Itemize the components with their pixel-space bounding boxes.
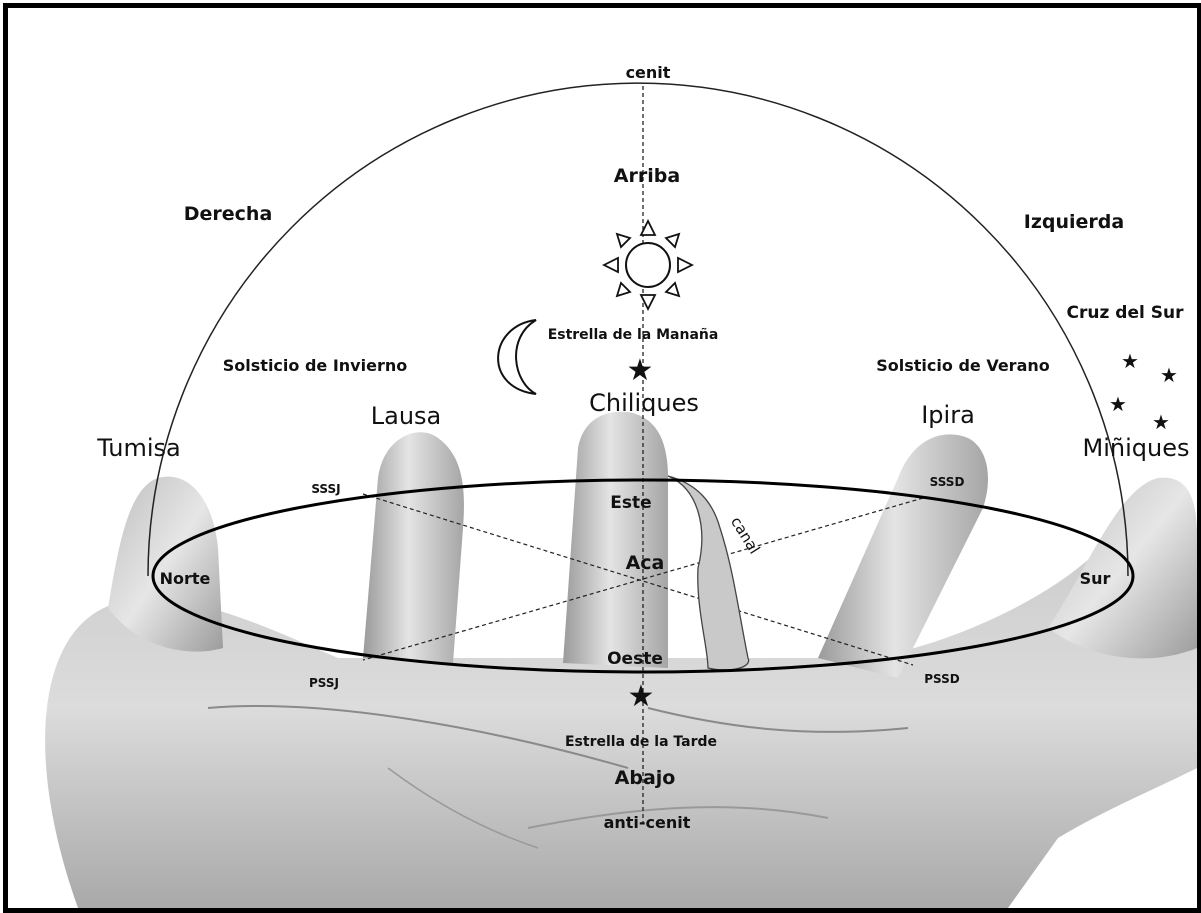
label-solsticio-invierno: Solsticio de Invierno [223, 356, 407, 375]
label-chiliques: Chiliques [589, 389, 699, 417]
label-sur: Sur [1080, 569, 1111, 588]
crescent-moon-icon [498, 320, 536, 394]
label-cruz-del-sur: Cruz del Sur [1067, 303, 1185, 323]
star-icon: ★ [1121, 349, 1139, 373]
cosmology-diagram: ★ ★ ★ ★ ★ ★ cenit Arriba Derecha Izquier… [8, 8, 1197, 908]
finger-lausa [363, 432, 464, 663]
label-abajo: Abajo [615, 767, 676, 789]
thumb-left [108, 477, 223, 652]
label-derecha: Derecha [184, 203, 273, 225]
label-estrella-tarde: Estrella de la Tarde [565, 734, 717, 750]
label-minniques: Miñiques [1083, 434, 1190, 462]
southern-cross-stars: ★ ★ ★ ★ [1109, 349, 1178, 434]
label-estrella-manana: Estrella de la Manaña [548, 327, 719, 343]
star-icon: ★ [1152, 410, 1170, 434]
label-sssd: SSSD [930, 475, 965, 489]
label-tumisa: Tumisa [96, 434, 180, 462]
star-icon: ★ [627, 353, 654, 388]
label-solsticio-verano: Solsticio de Verano [876, 356, 1050, 375]
label-cenit: cenit [626, 63, 671, 82]
label-norte: Norte [160, 569, 211, 588]
label-aca: Aca [626, 552, 665, 574]
canal [668, 476, 749, 670]
label-izquierda: Izquierda [1024, 211, 1124, 233]
label-pssj: PSSJ [309, 676, 339, 690]
label-sssj: SSSJ [311, 482, 340, 496]
star-icon: ★ [628, 679, 655, 714]
diagram-frame: ★ ★ ★ ★ ★ ★ cenit Arriba Derecha Izquier… [3, 3, 1201, 913]
star-icon: ★ [1109, 392, 1127, 416]
finger-chiliques [563, 412, 668, 668]
label-anti-cenit: anti-cenit [604, 813, 691, 832]
label-oeste: Oeste [607, 649, 663, 669]
label-este: Este [610, 493, 651, 513]
star-icon: ★ [1160, 363, 1178, 387]
sun-icon [604, 221, 692, 309]
label-pssd: PSSD [924, 672, 960, 686]
label-ipira: Ipira [921, 401, 975, 429]
label-arriba: Arriba [614, 165, 680, 187]
label-lausa: Lausa [371, 402, 442, 430]
label-canal: canal [727, 513, 764, 557]
